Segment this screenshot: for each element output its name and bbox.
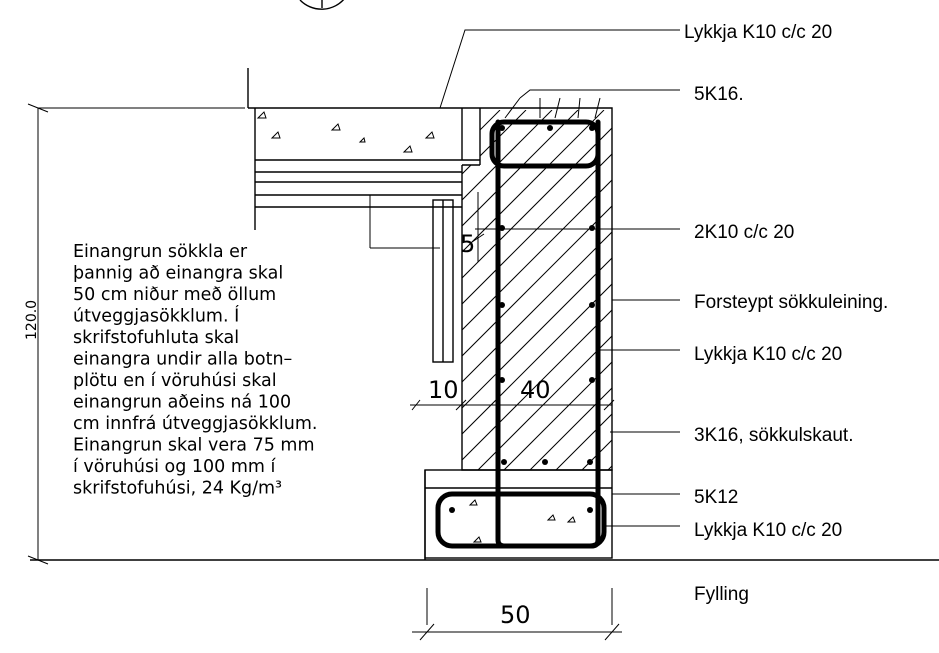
- hatch-line: [634, 110, 939, 470]
- note-line: Einangrun skal vera 75 mm: [73, 436, 315, 456]
- label-5k12: 5K12: [694, 487, 738, 508]
- hatch-line: [607, 110, 612, 470]
- dim-40: 40: [520, 376, 551, 404]
- slab-aggregate: [256, 111, 435, 153]
- label-5k16: 5K16.: [694, 84, 744, 105]
- dim-10: 10: [428, 376, 459, 404]
- wall-hatching: [462, 110, 939, 470]
- label-lykkja-mid: Lykkja K10 c/c 20: [694, 344, 842, 365]
- hatch-line: [462, 110, 527, 470]
- footing-aggregate: [468, 499, 576, 543]
- hatch-line: [712, 110, 939, 470]
- hatch-line: [686, 110, 939, 470]
- gap-dim-tick: [471, 233, 485, 243]
- section-marker-circle: [299, 0, 345, 10]
- hatch-line: [660, 110, 939, 470]
- label-lykkja-top: Lykkja K10 c/c 20: [684, 22, 832, 43]
- label-2k10: 2K10 c/c 20: [694, 222, 794, 243]
- hatch-line: [816, 110, 939, 470]
- hatch-line: [581, 110, 612, 470]
- hatch-line: [462, 110, 612, 470]
- hatch-line: [462, 110, 553, 470]
- footing-stirrup: [435, 491, 607, 549]
- label-3k16: 3K16, sökkulskaut.: [694, 425, 853, 446]
- wall-dim-tick-3: [603, 399, 615, 411]
- hatch-line: [462, 110, 612, 470]
- hatch-line: [555, 110, 612, 470]
- footing-dim-tick-left: [419, 623, 435, 641]
- note-line: cm innfrá útveggjasökklum.: [73, 414, 317, 434]
- hatch-line: [462, 110, 612, 470]
- label-fylling: Fylling: [694, 584, 749, 605]
- label-lykkja-bottom: Lykkja K10 c/c 20: [694, 520, 842, 541]
- hatch-line: [462, 110, 605, 470]
- wall-dim-tick-1: [411, 399, 421, 411]
- hatch-line: [462, 110, 612, 470]
- hatch-line: [529, 110, 612, 470]
- rebar-dots: [449, 125, 595, 513]
- hatch-line: [738, 110, 939, 470]
- dim-50: 50: [500, 601, 531, 629]
- note-line: útveggjasökklum. Í: [73, 305, 239, 327]
- hatch-line: [462, 110, 612, 470]
- break-line: [247, 68, 256, 230]
- dim-height: 120.0: [24, 300, 40, 340]
- hatch-line: [764, 110, 939, 470]
- hatch-line: [503, 110, 612, 470]
- height-dim-tick-bottom: [27, 555, 49, 565]
- hatch-line: [462, 110, 579, 470]
- footing-dim-tick-right: [604, 623, 620, 641]
- note-line: þannig að einangra skal: [73, 264, 283, 284]
- note-line: einangrun aðeins ná 100: [73, 393, 291, 413]
- leader-lines: [439, 29, 680, 527]
- label-forsteypt: Forsteypt sökkuleining.: [694, 292, 888, 313]
- note-line: 50 cm niður með öllum: [73, 285, 276, 305]
- hatch-line: [477, 110, 612, 470]
- note-line: skrifstofuhúsi, 24 Kg/m³: [73, 479, 282, 499]
- hatch-line: [842, 110, 939, 470]
- hatch-line: [462, 110, 612, 470]
- wall-dim-tick-2: [455, 399, 467, 411]
- dim-5: 5: [460, 230, 475, 258]
- main-loop: [495, 119, 601, 549]
- note-line: Einangrun sökkla er: [73, 242, 248, 262]
- hatch-line: [462, 110, 612, 470]
- hatch-line: [790, 110, 939, 470]
- hatch-line: [462, 110, 612, 470]
- note-line: í vöruhúsi og 100 mm í: [73, 457, 276, 477]
- wall-outline: [461, 107, 613, 471]
- note-line: einangra undir alla botn–: [73, 350, 292, 370]
- note-line: skrifstofuhluta skal: [73, 328, 239, 348]
- note-line: plötu en í vöruhúsi skal: [73, 371, 277, 391]
